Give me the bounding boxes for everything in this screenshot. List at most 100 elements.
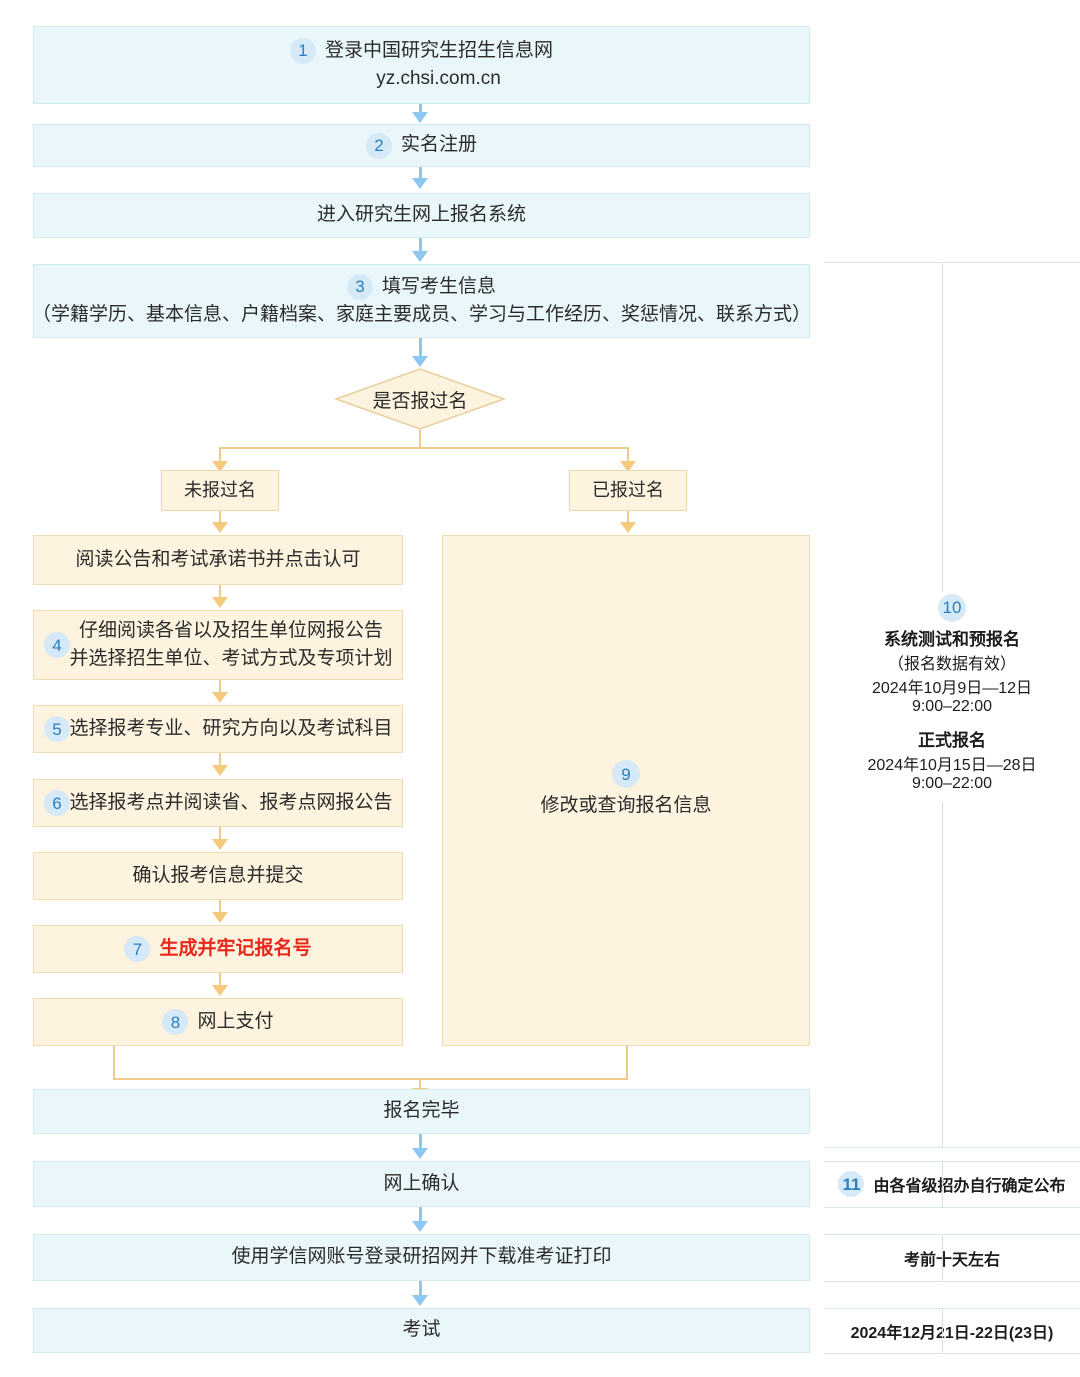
- timeline-online-confirmation: 11 由各省级招办自行确定公布: [824, 1161, 1080, 1207]
- step-confirm-submit-label: 确认报考信息并提交: [132, 864, 304, 886]
- step-online-payment-row: 8 网上支付: [162, 1008, 274, 1037]
- arrow-ticket-to-exam: [412, 1295, 428, 1306]
- branch-label-already-registered-text: 已报过名: [592, 480, 664, 500]
- step-number-badge-8: 8: [162, 1009, 189, 1035]
- timeline-ticket-text: 考前十天左右: [903, 1251, 1000, 1269]
- diamond-shape-icon: [335, 368, 505, 430]
- step-download-ticket-box[interactable]: 使用学信网账号登录研招网并下载准考证打印: [33, 1234, 810, 1281]
- timeline-pretest-note: （报名数据有效）: [887, 655, 1016, 673]
- step-fill-info-title: 填写考生信息: [381, 275, 496, 297]
- timeline-confirmation-row: 11 由各省级招办自行确定公布: [838, 1171, 1066, 1197]
- connector-complete-to-confirm: [419, 1134, 422, 1150]
- connector-readnotice-down: [219, 585, 221, 599]
- step-number-badge-5: 5: [44, 716, 70, 742]
- arrow-choosemajor-down: [212, 765, 228, 776]
- connector-left-label-down: [219, 511, 221, 524]
- arrow-login-to-register: [412, 112, 428, 123]
- step-number-badge-7: 7: [124, 936, 151, 962]
- step-read-notice-label: 阅读公告和考试承诺书并点击认可: [75, 548, 361, 570]
- connector-regnumber-down: [219, 973, 221, 987]
- arrow-complete-to-confirm: [412, 1148, 428, 1159]
- step-exam-box[interactable]: 考试: [33, 1308, 810, 1353]
- timeline-divider-confirm-top: [824, 1147, 1080, 1148]
- timeline-divider-confirm-bottom: [824, 1207, 1080, 1208]
- step-fill-info-box[interactable]: 3 填写考生信息 （学籍学历、基本信息、户籍档案、家庭主要成员、学习与工作经历、…: [32, 264, 812, 338]
- decision-label: 是否报过名: [372, 390, 468, 412]
- arrow-regnumber-down: [212, 985, 228, 996]
- connector-merge-horizontal: [113, 1078, 628, 1080]
- step-download-ticket-label: 使用学信网账号登录研招网并下载准考证打印: [231, 1246, 612, 1268]
- step-registration-number-label: 生成并牢记报名号: [159, 937, 312, 959]
- arrow-provincenotice-down: [212, 692, 228, 703]
- step-registration-complete-box[interactable]: 报名完毕: [33, 1089, 810, 1134]
- timeline-vertical-rule-exam: [942, 1308, 943, 1353]
- step-registration-number-box[interactable]: 7 生成并牢记报名号: [33, 925, 403, 973]
- connector-modify-merge-down: [626, 1046, 628, 1080]
- step-read-province-notice-line1: 仔细阅读各省以及招生单位网报公告: [78, 619, 383, 641]
- step-online-payment-label: 网上支付: [197, 1010, 274, 1032]
- step-number-badge-2: 2: [365, 132, 392, 159]
- arrow-choosesite-down: [212, 839, 228, 850]
- timeline-exam-date: 2024年12月21日-22日(23日): [824, 1308, 1080, 1353]
- timeline-exam-text: 2024年12月21日-22日(23日): [850, 1324, 1054, 1342]
- branch-label-already-registered[interactable]: 已报过名: [569, 470, 687, 511]
- timeline-vertical-rule-upper: [942, 262, 943, 592]
- timeline-confirmation-text: 由各省级招办自行确定公布: [873, 1178, 1066, 1195]
- arrow-split-left: [212, 461, 228, 472]
- timeline-pretest-title: 系统测试和预报名: [884, 629, 1020, 649]
- arrow-fillinfo-to-decision: [412, 356, 428, 367]
- timeline-divider-exam-bottom: [824, 1353, 1080, 1354]
- step-online-payment-box[interactable]: 8 网上支付: [33, 998, 403, 1046]
- step-confirm-submit-box[interactable]: 确认报考信息并提交: [33, 852, 403, 900]
- connector-register-to-system: [419, 167, 422, 179]
- step-fill-info-detail: （学籍学历、基本信息、户籍档案、家庭主要成员、学习与工作经历、奖惩情况、联系方式…: [32, 304, 812, 325]
- connector-provincenotice-down: [219, 680, 221, 694]
- timeline-panel: 10 系统测试和预报名 （报名数据有效） 2024年10月9日—12日 9:00…: [824, 262, 1080, 1362]
- timeline-divider-ticket-top: [824, 1234, 1080, 1235]
- arrow-confirm-to-ticket: [412, 1221, 428, 1232]
- step-online-confirmation-box[interactable]: 网上确认: [33, 1161, 810, 1207]
- arrow-register-to-system: [412, 178, 428, 189]
- branch-label-not-registered[interactable]: 未报过名: [161, 470, 279, 511]
- arrow-readnotice-down: [212, 597, 228, 608]
- step-number-badge-4: 4: [44, 632, 70, 658]
- step-login-box[interactable]: 1 登录中国研究生招生信息网 yz.chsi.com.cn: [33, 26, 810, 104]
- step-login-title: 登录中国研究生招生信息网: [324, 39, 553, 61]
- connector-split-left-down: [219, 447, 221, 463]
- step-number-badge-3: 3: [346, 273, 373, 300]
- step-registration-number-row: 7 生成并牢记报名号: [124, 935, 312, 964]
- connector-confirmsubmit-down: [219, 900, 221, 914]
- step-login-line1-row: 1 登录中国研究生招生信息网: [289, 37, 553, 66]
- arrow-system-to-fillinfo: [412, 251, 428, 262]
- connector-split-right-down: [627, 447, 629, 463]
- timeline-pretest-time: 9:00–22:00: [911, 697, 993, 715]
- step-enter-system-box[interactable]: 进入研究生网上报名系统: [33, 193, 810, 238]
- step-choose-site-box[interactable]: 6 选择报考点并阅读省、报考点网报公告: [33, 779, 403, 827]
- step-modify-query-box[interactable]: 9 修改或查询报名信息: [442, 535, 810, 1046]
- connector-system-to-fillinfo: [419, 238, 422, 253]
- arrow-right-label-down: [620, 522, 636, 533]
- timeline-vertical-rule-ticket: [942, 1234, 943, 1281]
- timeline-vertical-rule-lower: [942, 802, 943, 1147]
- step-choose-major-box[interactable]: 5 选择报考专业、研究方向以及考试科目: [33, 705, 403, 753]
- step-exam-label: 考试: [402, 1319, 441, 1341]
- step-realname-register-box[interactable]: 2 实名注册: [33, 124, 810, 167]
- step-online-confirmation-label: 网上确认: [383, 1172, 460, 1194]
- step-realname-register-row: 2 实名注册: [365, 131, 477, 160]
- step-read-province-notice-box[interactable]: 4 仔细阅读各省以及招生单位网报公告 并选择招生单位、考试方式及专项计划: [33, 610, 403, 680]
- step-enter-system-label: 进入研究生网上报名系统: [316, 204, 526, 226]
- connector-merge-center-down: [419, 1078, 421, 1090]
- connector-decision-down: [419, 430, 421, 448]
- decision-has-registered[interactable]: 是否报过名: [335, 368, 505, 430]
- connector-fillinfo-to-decision: [419, 338, 422, 358]
- timeline-pretest-date: 2024年10月9日—12日: [871, 679, 1033, 697]
- connector-choosesite-down: [219, 827, 221, 841]
- step-number-badge-9: 9: [612, 760, 640, 789]
- timeline-divider-exam-top: [824, 1308, 1080, 1309]
- connector-ticket-to-exam: [419, 1281, 422, 1297]
- connector-decision-split: [219, 447, 629, 449]
- step-read-notice-box[interactable]: 阅读公告和考试承诺书并点击认可: [33, 535, 403, 585]
- timeline-divider-top: [824, 262, 1080, 263]
- timeline-ticket-download: 考前十天左右: [824, 1234, 1080, 1281]
